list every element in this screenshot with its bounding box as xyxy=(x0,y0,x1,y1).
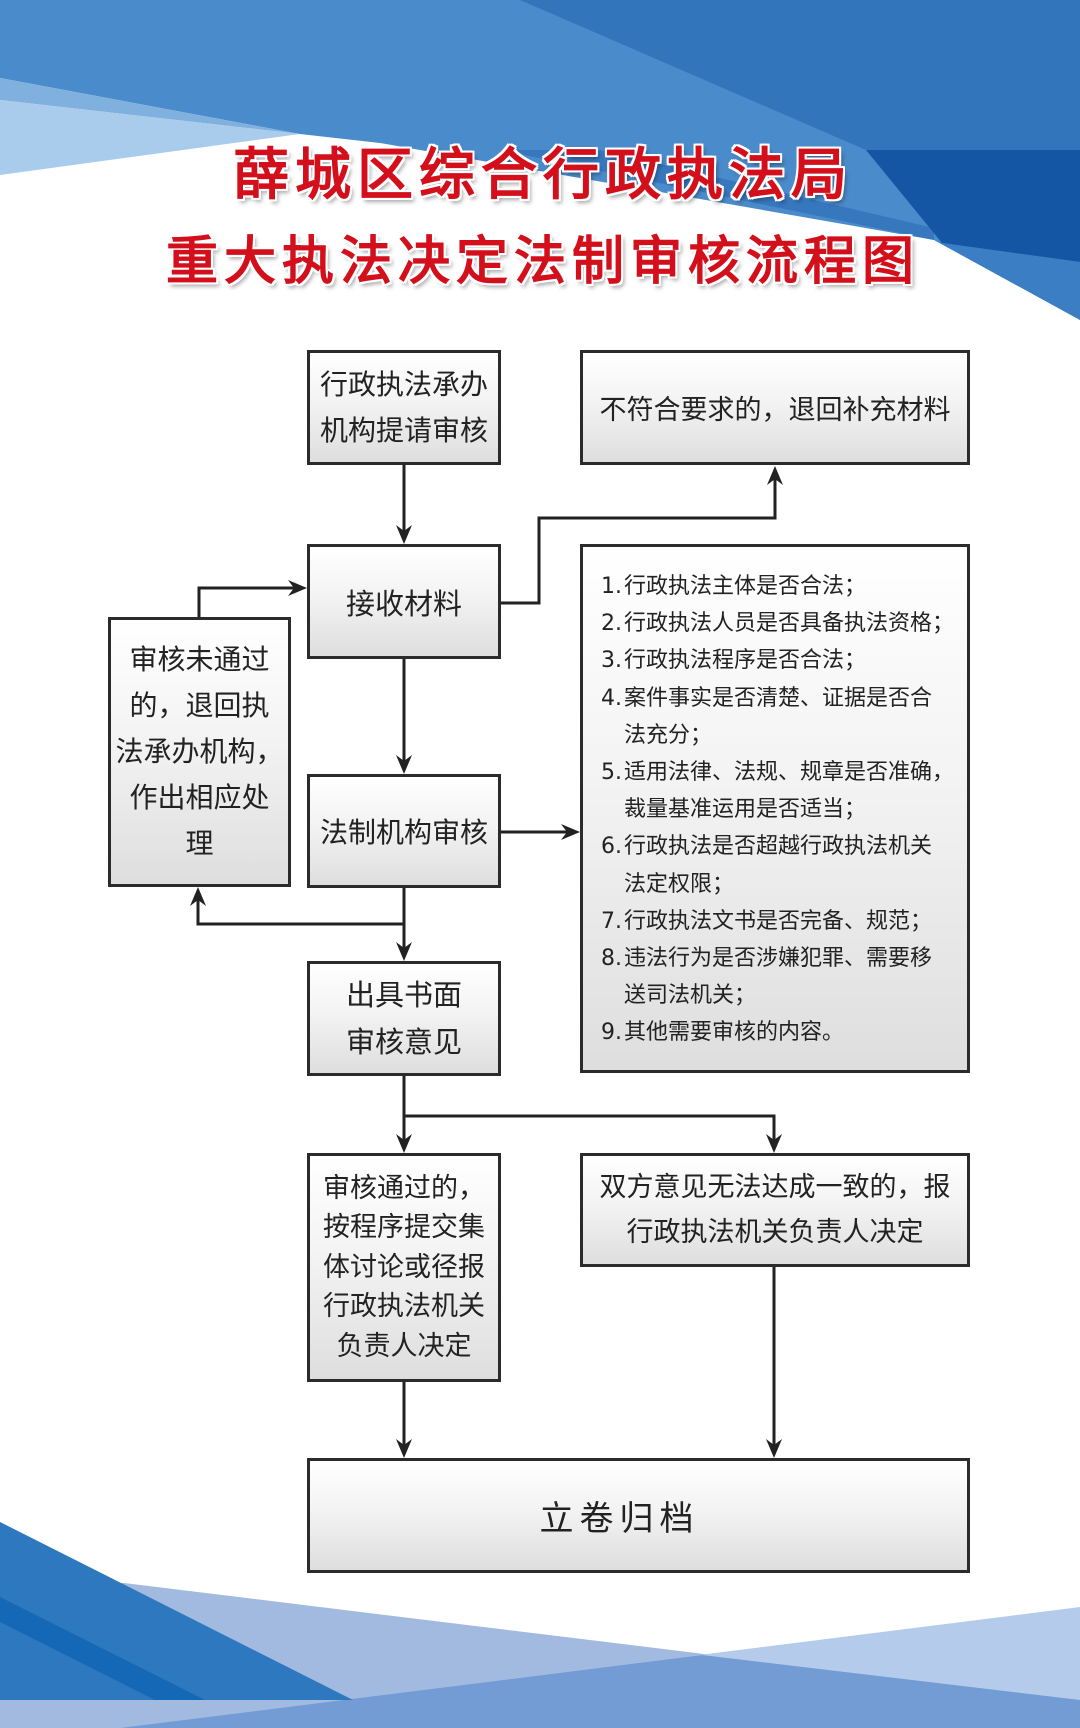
review-item-text: 行政执法主体是否合法； xyxy=(624,574,867,599)
connector-passed-to-archive xyxy=(396,1382,412,1458)
review-item: 8. 违法行为是否涉嫌犯罪、需要移 送司法机关； xyxy=(601,940,959,1014)
review-item-number: 9. xyxy=(601,1020,622,1046)
node-text-line: 理 xyxy=(185,827,214,860)
review-item: 9. 其他需要审核的内容。 xyxy=(601,1014,959,1051)
review-item-text: 行政执法程序是否合法； xyxy=(624,648,867,674)
bg-top-sliver xyxy=(500,150,934,240)
node-text-line: 审核意见 xyxy=(345,1024,462,1059)
node-text-line: 行政执法机关 xyxy=(323,1291,485,1323)
node-text-line: 行政执法机关负责人决定 xyxy=(626,1217,924,1248)
connector-receive-to-reject xyxy=(501,466,783,605)
node-text: 立卷归档 xyxy=(539,1499,700,1539)
node-disagreement: 双方意见无法达成一致的，报 行政执法机关负责人决定 xyxy=(580,1153,970,1267)
node-reject-supplement: 不符合要求的，退回补充材料 xyxy=(580,350,970,465)
bg-top-stripe-1 xyxy=(0,78,300,134)
review-item-number: 6. xyxy=(601,834,622,860)
review-item-text: 其他需要审核的内容。 xyxy=(624,1020,845,1046)
connector-opinion-to-passed xyxy=(396,1076,412,1153)
arrow-down-icon xyxy=(396,755,412,774)
node-text-line: 审核通过的， xyxy=(323,1172,485,1204)
bg-bottom-medium xyxy=(120,1655,1080,1728)
connector-disagreement-to-archive xyxy=(766,1267,782,1458)
review-item-number: 5. xyxy=(601,760,622,786)
page-title-line-1: 薛城区综合行政执法局 xyxy=(233,143,853,208)
node-text-line: 按程序提交集 xyxy=(323,1212,485,1244)
node-legal-review: 法制机构审核 xyxy=(307,774,501,888)
review-item: 3. 行政执法程序是否合法； xyxy=(601,642,959,679)
review-item: 6. 行政执法是否超越行政执法机关 法定权限； xyxy=(601,828,959,902)
node-review-items-list: 1. 行政执法主体是否合法； 2. 行政执法人员是否具备执法资格； 3. 行政执… xyxy=(580,544,970,1073)
connector-line xyxy=(501,478,777,605)
review-item-text: 行政执法人员是否具备执法资格； xyxy=(624,611,955,637)
connector-line xyxy=(197,586,295,617)
connector-not-passed-to-receive xyxy=(197,580,307,617)
connector-opinion-to-disagreement xyxy=(404,1114,782,1153)
node-text-line: 审核未通过 xyxy=(129,643,270,676)
review-item-text: 行政执法文书是否完备、规范； xyxy=(624,908,933,934)
connector-submit-to-receive xyxy=(396,465,412,544)
node-written-opinion: 出具书面 审核意见 xyxy=(307,961,501,1076)
connector-receive-to-legal-review xyxy=(396,659,412,774)
review-item-text: 法定权限； xyxy=(624,871,735,897)
review-item: 4. 案件事实是否清楚、证据是否合 法充分； xyxy=(601,680,959,754)
review-item-number: 4. xyxy=(601,685,622,711)
node-text: 接收材料 xyxy=(345,586,462,621)
review-item: 5. 适用法律、法规、规章是否准确， 裁量基准运用是否适当； xyxy=(601,754,959,828)
page-title-line-2: 重大执法决定法制审核流程图 xyxy=(165,232,920,292)
arrow-down-icon xyxy=(396,1439,412,1458)
arrow-down-icon xyxy=(396,525,412,544)
review-item-number: 8. xyxy=(601,946,622,972)
review-item-text: 适用法律、法规、规章是否准确， xyxy=(624,760,955,786)
review-item-text: 违法行为是否涉嫌犯罪、需要移 xyxy=(624,946,933,972)
connector-legal-review-to-opinion xyxy=(396,888,412,961)
review-item-number: 7. xyxy=(601,908,622,934)
node-text-line: 机构提请审核 xyxy=(319,413,488,447)
node-text-line: 法承办机构， xyxy=(115,735,284,768)
arrow-down-icon xyxy=(396,1134,412,1153)
connector-line xyxy=(404,1114,776,1141)
node-text-line: 负责人决定 xyxy=(336,1330,472,1362)
bg-top-right-darkest xyxy=(866,150,1080,262)
node-text-line: 的，退回执 xyxy=(129,689,270,722)
connector-legal-review-to-not-passed xyxy=(190,887,404,926)
bg-bottom-left-stripe xyxy=(0,1597,205,1700)
review-item-number: 1. xyxy=(601,574,622,599)
arrow-up-icon xyxy=(190,887,206,906)
arrow-right-icon xyxy=(561,824,580,840)
review-item-text: 法充分； xyxy=(624,722,713,748)
arrow-down-icon xyxy=(766,1439,782,1458)
bg-top-right-dark xyxy=(520,0,1080,150)
review-item-number: 3. xyxy=(601,648,622,674)
node-archive: 立卷归档 xyxy=(307,1458,970,1573)
bg-top-right-band xyxy=(934,240,1080,320)
review-item-text: 案件事实是否清楚、证据是否合 xyxy=(624,685,933,711)
node-text-line: 作出相应处 xyxy=(129,781,270,814)
review-item-number: 2. xyxy=(601,611,622,637)
node-review-passed: 审核通过的， 按程序提交集 体讨论或径报 行政执法机关 负责人决定 xyxy=(307,1153,501,1382)
arrow-down-icon xyxy=(766,1134,782,1153)
bg-top-stripe-2 xyxy=(0,100,300,175)
review-item: 2. 行政执法人员是否具备执法资格； xyxy=(601,605,959,642)
node-text-line: 体讨论或径报 xyxy=(323,1251,485,1283)
review-item-text: 行政执法是否超越行政执法机关 xyxy=(624,834,933,860)
review-item-text: 送司法机关； xyxy=(624,983,757,1009)
review-item-text: 裁量基准运用是否适当； xyxy=(624,797,867,823)
node-text: 法制机构审核 xyxy=(319,816,488,849)
review-item: 1. 行政执法主体是否合法； xyxy=(601,568,959,605)
node-text-line: 行政执法承办 xyxy=(319,367,488,401)
arrow-right-icon xyxy=(288,580,307,596)
node-text-line: 出具书面 xyxy=(345,977,462,1012)
node-review-not-passed: 审核未通过 的，退回执 法承办机构， 作出相应处 理 xyxy=(108,617,291,887)
node-text-line: 双方意见无法达成一致的，报 xyxy=(599,1172,951,1203)
review-item: 7. 行政执法文书是否完备、规范； xyxy=(601,903,959,940)
connector-line xyxy=(196,899,404,926)
node-text: 不符合要求的，退回补充材料 xyxy=(599,395,951,426)
node-submit-review-request: 行政执法承办 机构提请审核 xyxy=(307,350,501,465)
node-receive-materials: 接收材料 xyxy=(307,544,501,659)
arrow-up-icon xyxy=(767,466,783,485)
arrow-down-icon xyxy=(396,942,412,961)
connector-legal-review-to-items xyxy=(501,824,580,840)
